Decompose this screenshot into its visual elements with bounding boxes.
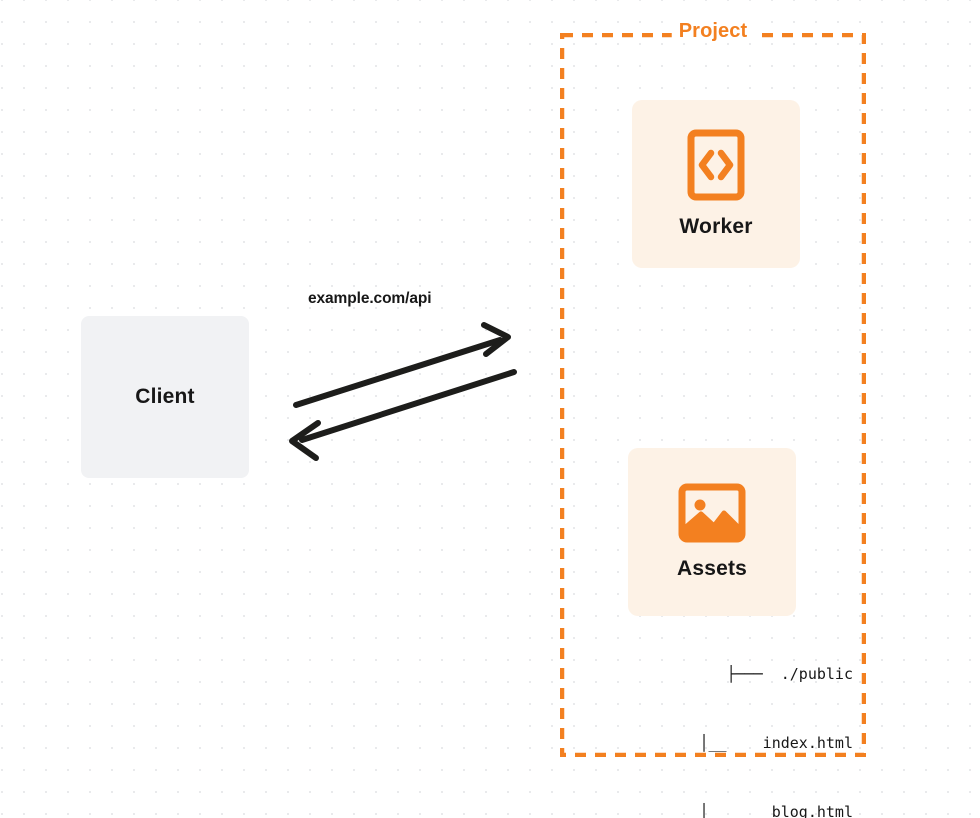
worker-node[interactable]: Worker [632, 100, 800, 268]
assets-node-label: Assets [676, 557, 748, 580]
worker-node-label: Worker [679, 215, 753, 238]
assets-node[interactable]: Assets [628, 448, 796, 616]
image-photo-icon [678, 483, 746, 543]
project-container: Project Worker Assets [560, 20, 866, 818]
project-title: Project [671, 20, 755, 43]
code-brackets-icon [687, 129, 745, 201]
client-node-label: Client [135, 385, 195, 408]
file-tree-row: │__ index.html [699, 734, 853, 752]
response-arrow [289, 369, 517, 461]
assets-file-tree: ├─── ./public │__ index.html │__ blog.ht… [608, 617, 853, 818]
client-node[interactable]: Client [81, 316, 249, 478]
request-arrow [293, 322, 511, 408]
file-tree-row: ├─── ./public [726, 665, 853, 683]
connection-label: example.com/api [308, 290, 432, 307]
file-tree-row: │__ blog.html [699, 803, 853, 818]
